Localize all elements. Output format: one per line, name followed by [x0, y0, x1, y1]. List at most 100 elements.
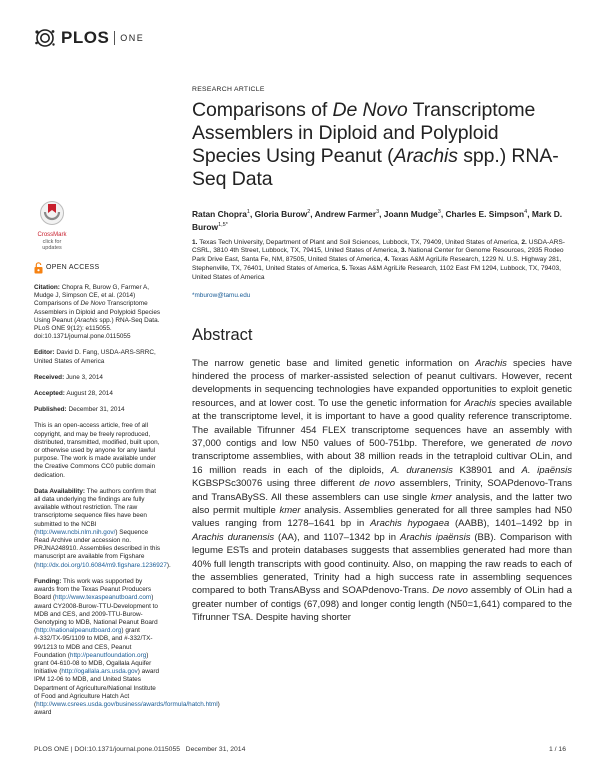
- footer-page-number: 1 / 16: [548, 746, 566, 753]
- article-sidebar: OPEN ACCESS Citation: Chopra R, Burow G,…: [34, 262, 220, 725]
- footer-date: December 31, 2014: [185, 746, 246, 753]
- affiliation-text: Texas A&M AgriLife Research, 1229 N. U.S…: [192, 256, 562, 272]
- funding-link-tppb[interactable]: http://www.texaspeanutboard.com: [54, 594, 152, 602]
- plos-logo-icon: [35, 29, 55, 47]
- abstract-segment: species have hindered the process of mar…: [192, 357, 572, 409]
- citation-italic: De Novo: [80, 300, 106, 308]
- figshare-link[interactable]: http://dx.doi.org/10.6084/m9.figshare.12…: [36, 561, 167, 569]
- funding-text-4: ) grant 04-610-08 to MDB, Ogallala Aquif…: [34, 651, 152, 676]
- editor: Editor: David D. Fang, USDA-ARS-SRRC, Un…: [34, 349, 162, 365]
- abstract-italic: De novo: [432, 585, 468, 597]
- abstract-segment: (AABB), 1401–1492 bp in: [449, 518, 572, 530]
- abstract-segment: analysis, and the latter two also permit…: [192, 491, 573, 517]
- funding-text-3: ) grant #-332/TX-95/1109 to MDB, and #-3…: [34, 627, 153, 659]
- affiliations: 1. Texas Tech University, Department of …: [192, 239, 572, 283]
- data-text-3: ).: [166, 561, 171, 569]
- footer-citation: PLOS ONE | DOI:10.1371/journal.pone.0115…: [34, 746, 245, 753]
- crossmark-sublabel: click for updates: [42, 239, 62, 251]
- funding-text-5: ) award IPM 12-06 to MDB, and United Sta…: [34, 668, 160, 708]
- author-name: Andrew Farmer: [314, 208, 377, 219]
- author-name: Gloria Burow: [254, 208, 308, 219]
- author-name: Joann Mudge: [383, 208, 438, 219]
- funding-link-usda[interactable]: http://www.csrees.usda.gov/business/awar…: [36, 700, 218, 708]
- funding: Funding: This work was supported by awar…: [34, 577, 220, 717]
- footer-doi: DOI:10.1371/journal.pone.0115055: [74, 746, 180, 753]
- crossmark-badge[interactable]: CrossMark click for updates: [34, 200, 70, 251]
- citation-italic-2: Arachis: [76, 316, 98, 324]
- title-italic-1: De Novo: [332, 99, 408, 121]
- data-availability-label: Data Availability:: [34, 487, 86, 495]
- received-text: June 3, 2014: [65, 373, 103, 381]
- abstract-italic: Arachis hypogaea: [370, 518, 450, 530]
- abstract-italic: A. ipaënsis: [521, 464, 572, 476]
- affiliation-number: 5.: [341, 264, 348, 272]
- affiliation-text: Texas Tech University, Department of Pla…: [197, 238, 522, 246]
- footer-sep: |: [68, 746, 75, 753]
- abstract-heading: Abstract: [192, 325, 253, 344]
- corresponding-email[interactable]: *mburow@tamu.edu: [192, 291, 251, 299]
- published-text: December 31, 2014: [68, 406, 125, 414]
- page-footer: PLOS ONE | DOI:10.1371/journal.pone.0115…: [34, 746, 566, 753]
- author-separator: ,: [249, 208, 255, 219]
- data-text-2: ) Sequence Read Archive under accession …: [34, 528, 161, 569]
- article-type: RESEARCH ARTICLE: [192, 86, 265, 93]
- logo-plos-text: PLOS: [61, 28, 110, 47]
- data-text-1: The authors confirm that all data underl…: [34, 487, 156, 536]
- abstract-segment: assemblers, Trinity, SOAPdenovo-Trans an…: [192, 478, 572, 503]
- author-name: Mark D. Burow: [192, 208, 563, 232]
- open-access-label: OPEN ACCESS: [46, 263, 100, 271]
- abstract-italic: A. duranensis: [390, 464, 453, 476]
- affiliation-text: USDA-ARS-CSRL, 3810 4th Street, Lubbock,…: [192, 238, 565, 255]
- accepted-date: Accepted: August 28, 2014: [34, 390, 162, 398]
- author-list: Ratan Chopra1, Gloria Burow2, Andrew Far…: [192, 207, 572, 233]
- title-part-1: Comparisons of: [192, 99, 333, 121]
- funding-text-1: This work was supported by awards from t…: [34, 577, 152, 602]
- abstract-segment: assembly of OLin had a greater number of…: [192, 585, 572, 624]
- received-date: Received: June 3, 2014: [34, 374, 162, 382]
- citation-text-3: spp.) RNA-Seq Data. PLoS ONE 9(12): e115…: [34, 316, 160, 341]
- license-statement: This is an open-access article, free of …: [34, 422, 160, 479]
- open-access-badge[interactable]: OPEN ACCESS: [34, 262, 162, 274]
- funding-link-npb[interactable]: http://nationalpeanutboard.org: [36, 627, 122, 635]
- citation-text-1: Chopra R, Burow G, Farmer A, Mudge J, Si…: [34, 284, 150, 308]
- citation: Citation: Chopra R, Burow G, Farmer A, M…: [34, 284, 162, 341]
- published-label: Published:: [34, 406, 67, 414]
- ncbi-link[interactable]: http://www.ncbi.nlm.nih.gov/: [36, 528, 116, 536]
- author-affiliation-sup: 2: [307, 209, 311, 215]
- affiliation-number: 2.: [521, 238, 527, 246]
- author-separator: ,: [379, 208, 384, 219]
- author-affiliation-sup: 4: [524, 209, 528, 215]
- title-part-3: spp.) RNA-Seq Data: [192, 145, 559, 190]
- abstract-italic: de novo: [359, 478, 395, 490]
- affiliation-number: 3.: [400, 247, 407, 255]
- author-name: Ratan Chopra: [192, 208, 247, 219]
- abstract-segment: (BB). Comparison with legume ESTs and pr…: [192, 531, 572, 597]
- author-separator: ,: [440, 208, 446, 219]
- author-separator: ,: [527, 208, 532, 219]
- editor-label: Editor:: [34, 349, 55, 357]
- crossmark-icon: [40, 201, 64, 225]
- abstract-segment: K38901 and: [452, 464, 522, 476]
- funding-text-6: ) award: [34, 700, 220, 717]
- citation-text-2: Transcriptome Assemblers in Diploid and …: [34, 300, 161, 324]
- funding-link-ogallala[interactable]: http://ogallala.ars.usda.gov: [61, 668, 138, 676]
- abstract-italic: Arachis: [475, 357, 507, 369]
- open-access-lock-icon: [34, 262, 43, 274]
- abstract-segment: transcriptome assemblies, with about 38 …: [192, 451, 572, 476]
- abstract-text: The narrow genetic base and limited gene…: [192, 357, 572, 625]
- received-label: Received:: [34, 373, 65, 381]
- data-availability: Data Availability: The authors confirm t…: [34, 487, 171, 570]
- citation-label: Citation:: [34, 284, 60, 291]
- title-italic-2: Arachis: [393, 145, 458, 167]
- affiliation-text: Texas A&M AgriLife Research, 1102 East F…: [192, 264, 561, 281]
- funding-text-2: ) award CY2008-Burow-TTU-Development to …: [34, 594, 158, 635]
- abstract-italic: Arachis: [464, 397, 497, 409]
- abstract-italic: Arachis duranensis: [192, 531, 275, 543]
- article-title: Comparisons of De Novo Transcriptome Ass…: [192, 99, 572, 191]
- abstract-segment: analysis. Assemblies generated for all t…: [192, 505, 572, 530]
- plos-one-logo[interactable]: PLOS ONE: [34, 28, 144, 48]
- funding-link-pf[interactable]: http://peanutfoundation.org: [69, 651, 147, 659]
- abstract-segment: species available at the transcriptome l…: [192, 397, 572, 450]
- logo-divider: [114, 31, 116, 45]
- editor-text: David D. Fang, USDA-ARS-SRRC, United Sta…: [34, 349, 156, 365]
